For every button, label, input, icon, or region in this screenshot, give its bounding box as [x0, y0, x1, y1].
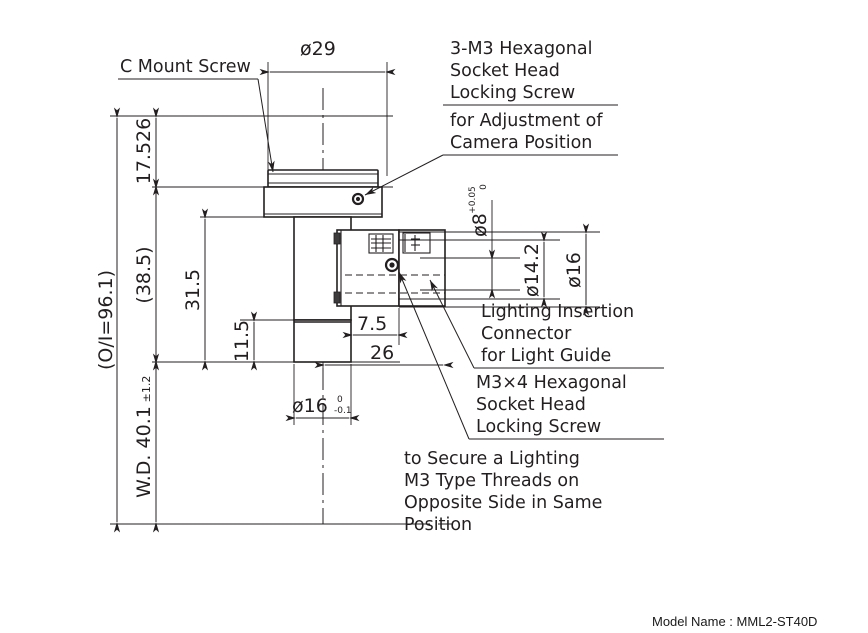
dimension-working-distance: W.D. 40.1 ±1.2 [133, 353, 160, 533]
annotation-c-mount-screw: C Mount Screw [118, 57, 275, 173]
dimension-31-5: 31.5 [182, 208, 209, 371]
label-3m3-line2: Socket Head [450, 61, 560, 81]
dimension-7-5: 7.5 [342, 308, 408, 345]
dimension-38-5: (38.5) [133, 178, 160, 371]
camera-mount-flange [263, 186, 383, 218]
dim-label-dia8: ø8 [469, 213, 491, 237]
annotation-m3x4-hex-screw: M3×4 Hexagonal Socket Head Locking Screw [398, 271, 664, 440]
label-3m3-purpose-line2: Camera Position [450, 133, 592, 153]
lens-body-geometry [110, 88, 600, 525]
dim-label-dia8-tol-upper: +0.05 [468, 186, 478, 214]
dimension-dia14-2: ø14.2 [521, 231, 548, 308]
dimension-17526: 17.526 [133, 107, 160, 196]
dim-label-7-5: 7.5 [357, 313, 387, 335]
label-secure-lighting-line1: to Secure a Lighting [404, 449, 580, 469]
model-name-label: Model Name : MML2-ST40D [652, 614, 817, 629]
dimension-11-5: 11.5 [231, 311, 258, 371]
dim-label-38-5: (38.5) [133, 246, 155, 303]
dim-label-dia16-tol-upper: 0 [337, 395, 343, 405]
label-m3x4-line2: Socket Head [476, 395, 586, 415]
dim-label-wd-tolerance: ±1.2 [140, 376, 153, 403]
thread-symbol-left [368, 233, 394, 254]
dim-label-dia14-2: ø14.2 [521, 243, 543, 297]
dim-label-11-5: 11.5 [231, 320, 253, 362]
dim-label-dia8-tol-lower: 0 [479, 184, 489, 190]
light-guide-connector-block [345, 229, 446, 307]
label-3m3-line1: 3-M3 Hexagonal [450, 39, 592, 59]
dimension-dia16-bottom: ø16 0 -0.1 [285, 364, 360, 425]
dimension-dia16-right: ø16 [563, 223, 590, 316]
dimension-overall-length: (O/I=96.1) [95, 107, 121, 533]
dimension-dia8: ø8 +0.05 0 [468, 184, 496, 299]
annotation-secure-lighting: to Secure a Lighting M3 Type Threads on … [404, 449, 602, 535]
dim-label-dia16-tol-lower: -0.1 [334, 406, 352, 416]
dimension-26: 26 [314, 342, 454, 372]
thread-symbol-right [402, 232, 431, 254]
label-secure-lighting-line3: Opposite Side in Same [404, 493, 602, 513]
label-c-mount-screw: C Mount Screw [120, 57, 251, 77]
label-secure-lighting-line2: M3 Type Threads on [404, 471, 579, 491]
dim-label-wd: W.D. 40.1 [133, 406, 155, 498]
annotation-lighting-connector: Lighting Insertion Connector for Light G… [429, 279, 664, 369]
hex-socket-screw-housing [384, 257, 400, 273]
label-3m3-purpose-line1: for Adjustment of [450, 111, 603, 131]
c-mount-thread-ring [267, 169, 379, 188]
label-lighting-connector-line2: Connector [481, 324, 572, 344]
dim-label-26: 26 [370, 342, 394, 364]
hex-socket-screw-flange [351, 192, 365, 206]
label-secure-lighting-line4: Position [404, 515, 472, 535]
dim-label-17526: 17.526 [133, 118, 155, 184]
lens-barrel-lower [293, 319, 352, 363]
dim-label-overall: (O/I=96.1) [95, 270, 117, 370]
label-lighting-connector-line3: for Light Guide [481, 346, 611, 366]
label-m3x4-line1: M3×4 Hexagonal [476, 373, 627, 393]
annotation-3m3-hex-screw: 3-M3 Hexagonal Socket Head Locking Screw… [364, 39, 618, 196]
dim-label-dia16-right: ø16 [563, 252, 585, 288]
label-m3x4-line3: Locking Screw [476, 417, 601, 437]
dimension-dia29: ø29 [259, 38, 396, 176]
dim-label-31-5: 31.5 [182, 269, 204, 311]
dim-label-dia29: ø29 [300, 38, 336, 60]
dim-label-dia16-bottom: ø16 [292, 395, 328, 417]
label-lighting-connector-line1: Lighting Insertion [481, 302, 634, 322]
label-3m3-line3: Locking Screw [450, 83, 575, 103]
